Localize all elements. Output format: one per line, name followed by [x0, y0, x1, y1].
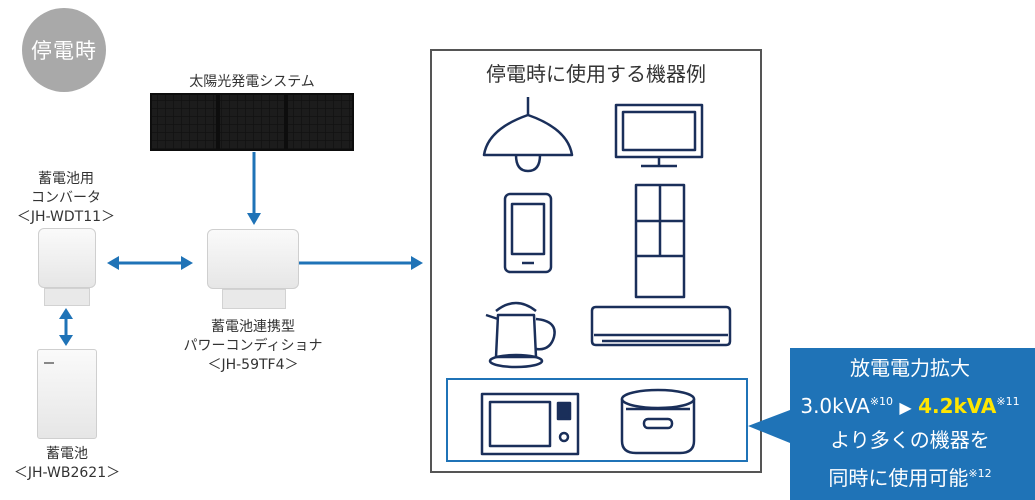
increase-arrow-icon: ▶ [899, 398, 912, 417]
microwave-icon [480, 392, 580, 456]
callout-line3: より多くの機器を [830, 428, 990, 452]
converter-pcs-arrow [107, 256, 193, 270]
power-conditioner-label: 蓄電池連携型 パワーコンディショナ ＜JH-59TF4＞ [183, 319, 323, 373]
outage-badge: 停電時 [22, 8, 106, 92]
capacity-callout-text: 放電電力拡大 3.0kVA※10 ▶ 4.2kVA※11 より多くの機器を 同時… [790, 352, 1030, 495]
rice-cooker-icon [620, 388, 696, 455]
battery-unit-image [37, 349, 97, 439]
power-conditioner-unit-image [207, 229, 299, 289]
appliance-panel [430, 49, 762, 473]
solar-panel-image [150, 93, 354, 151]
converter-unit-image [38, 228, 96, 288]
callout-line2: 3.0kVA※10 ▶ 4.2kVA※11 [800, 394, 1020, 418]
pendant-lamp-icon [482, 97, 574, 173]
solar-to-pcs-arrow [247, 152, 261, 225]
smartphone-icon [503, 192, 553, 274]
refrigerator-icon [634, 183, 686, 299]
converter-label: 蓄電池用 コンバータ ＜JH-WDT11＞ [16, 171, 116, 225]
solar-system-label: 太陽光発電システム [189, 74, 315, 90]
battery-logo [44, 362, 54, 364]
battery-label: 蓄電池 ＜JH-WB2621＞ [13, 446, 121, 481]
converter-bracket [44, 288, 90, 306]
appliance-panel-title: 停電時に使用する機器例 [486, 62, 706, 86]
appliance-icons [480, 97, 732, 456]
converter-battery-arrow [59, 308, 73, 346]
highlight-box [446, 378, 748, 462]
electric-kettle-icon [485, 301, 556, 369]
air-conditioner-icon [590, 305, 732, 347]
power-conditioner-bracket [222, 289, 286, 309]
callout-line4: 同時に使用可能※12 [828, 466, 992, 490]
capacity-callout [748, 348, 1035, 500]
pcs-to-appliances-arrow [298, 256, 423, 270]
callout-line1: 放電電力拡大 [850, 356, 970, 380]
television-icon [614, 103, 704, 168]
